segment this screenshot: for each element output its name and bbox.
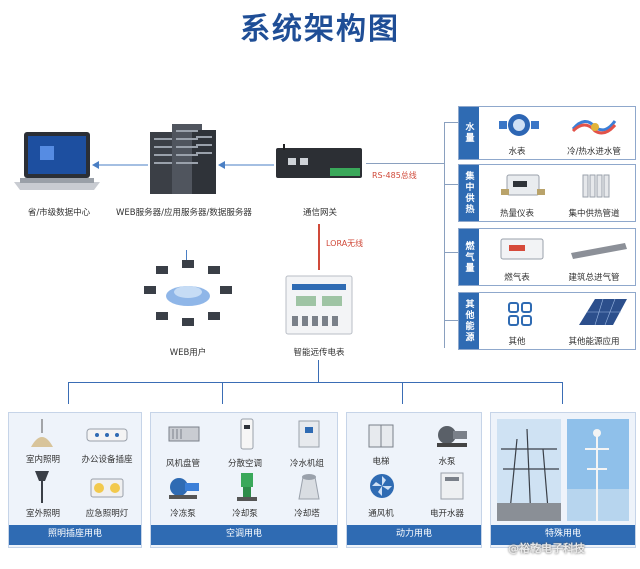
tree-leaf-2	[222, 382, 223, 404]
lighting-item-2: 办公设备插座	[81, 455, 133, 465]
water-item-1: 水表	[508, 147, 526, 157]
water-pipe-icon	[571, 120, 617, 135]
panel-heating: 集中供热 热量仪表 集中供热管道	[458, 164, 636, 222]
group-lighting: 室内照明 办公设备插座 室外照明 应急照明灯 照明插座用电	[8, 412, 142, 548]
right-bracket-line	[444, 122, 445, 348]
water-pump-icon	[437, 426, 467, 447]
water-meter-icon	[499, 114, 539, 136]
rs485-label: RS-485总线	[372, 171, 417, 180]
power-item-2: 水泵	[438, 457, 456, 467]
arrow-gateway-to-servers	[218, 161, 274, 169]
power-strip-icon	[86, 428, 128, 442]
rs485-line	[366, 163, 444, 164]
group-hvac: 风机盘管 分散空调 冷水机组 冷冻泵 冷却泵 冷却塔 空调用电	[150, 412, 338, 548]
hvac-item-6: 冷却塔	[294, 509, 320, 519]
bracket-tick-4	[444, 320, 458, 321]
arrow-servers-to-center	[92, 161, 148, 169]
other-item-1: 其他	[508, 337, 526, 347]
lighting-item-1: 室内照明	[25, 455, 60, 465]
tree-leaf-3	[402, 382, 403, 404]
freeze-pump-icon	[169, 478, 199, 499]
panel-heating-tag: 集中供热	[459, 165, 479, 221]
street-lamp-icon	[35, 471, 49, 503]
gas-item-2: 建筑总进气管	[568, 273, 620, 283]
bracket-tick-3	[444, 252, 458, 253]
hvac-item-5: 冷却泵	[232, 509, 258, 519]
gas-pipe-icon	[571, 243, 627, 259]
hvac-item-1: 风机盘管	[165, 459, 200, 469]
cooling-tower-icon	[298, 474, 320, 500]
grid-apps-icon	[508, 302, 532, 326]
power-item-3: 通风机	[368, 509, 394, 519]
panel-gas-tag: 燃气量	[459, 229, 479, 285]
ceiling-lamp-icon	[31, 419, 53, 447]
antenna-tower-photo	[567, 419, 629, 521]
panel-water-tag: 水量	[459, 107, 479, 159]
tree-trunk	[318, 360, 319, 382]
heat-meter-icon	[501, 174, 545, 196]
split-ac-icon	[240, 418, 254, 450]
tree-leaf-4	[562, 382, 563, 404]
other-item-2: 其他能源应用	[568, 337, 620, 347]
heating-item-1: 热量仪表	[499, 209, 534, 219]
web-users-label: WEB用户	[169, 348, 207, 358]
smart-meter-icon	[285, 275, 353, 335]
lighting-item-4: 应急照明灯	[85, 509, 129, 519]
bracket-tick-2	[444, 184, 458, 185]
bracket-tick-1	[444, 122, 458, 123]
elevator-icon	[368, 424, 394, 448]
group-hvac-title: 空调用电	[151, 525, 337, 545]
watermark: @裕乾电子科技	[508, 542, 585, 555]
lora-line	[318, 224, 320, 270]
group-lighting-title: 照明插座用电	[9, 525, 141, 545]
water-item-2: 冷/热水进水管	[567, 147, 621, 157]
tree-leaf-1	[68, 382, 69, 404]
gas-meter-icon	[500, 238, 544, 260]
cooling-pump-icon	[237, 473, 257, 501]
meter-label: 智能远传电表	[293, 348, 345, 358]
web-users-arrow	[186, 250, 187, 260]
chiller-icon	[298, 420, 320, 448]
laptop-icon	[14, 132, 100, 190]
panel-water: 水量 水表 冷/热水进水管	[458, 106, 636, 160]
gateway-label: 通信网关	[302, 208, 337, 218]
diagram-title: 系统架构图	[240, 12, 400, 47]
servers-label: WEB服务器/应用服务器/数据服务器	[116, 208, 252, 218]
group-power: 电梯 水泵 通风机 电开水器 动力用电	[346, 412, 482, 548]
group-special-title: 特殊用电	[491, 525, 635, 545]
web-users-network-icon	[144, 260, 232, 326]
lora-label: LORA无线	[326, 239, 364, 248]
group-special: 特殊用电	[490, 412, 636, 548]
radiator-icon	[582, 174, 610, 198]
lighting-item-3: 室外照明	[25, 509, 60, 519]
solar-panel-icon	[579, 298, 627, 326]
gateway-icon	[276, 144, 362, 178]
panel-other-tag: 其他能源	[459, 293, 479, 349]
hvac-item-2: 分散空调	[227, 459, 262, 469]
heating-item-2: 集中供热管道	[568, 209, 620, 219]
group-power-title: 动力用电	[347, 525, 481, 545]
gas-item-1: 燃气表	[504, 273, 530, 283]
hvac-item-3: 冷水机组	[289, 459, 324, 469]
hvac-item-4: 冷冻泵	[170, 509, 196, 519]
server-rack-icon	[150, 124, 216, 194]
water-heater-icon	[440, 472, 464, 500]
fan-coil-icon	[168, 426, 200, 442]
ventilation-fan-icon	[370, 474, 394, 498]
power-item-1: 电梯	[372, 457, 390, 467]
panel-other-energy: 其他能源 其他 其他能源应用	[458, 292, 636, 350]
tree-branch	[68, 382, 562, 383]
panel-gas: 燃气量 燃气表 建筑总进气管	[458, 228, 636, 286]
emergency-light-icon	[90, 478, 124, 498]
power-item-4: 电开水器	[429, 509, 464, 519]
substation-photo	[497, 419, 561, 521]
data-center-label: 省/市级数据中心	[27, 208, 91, 218]
